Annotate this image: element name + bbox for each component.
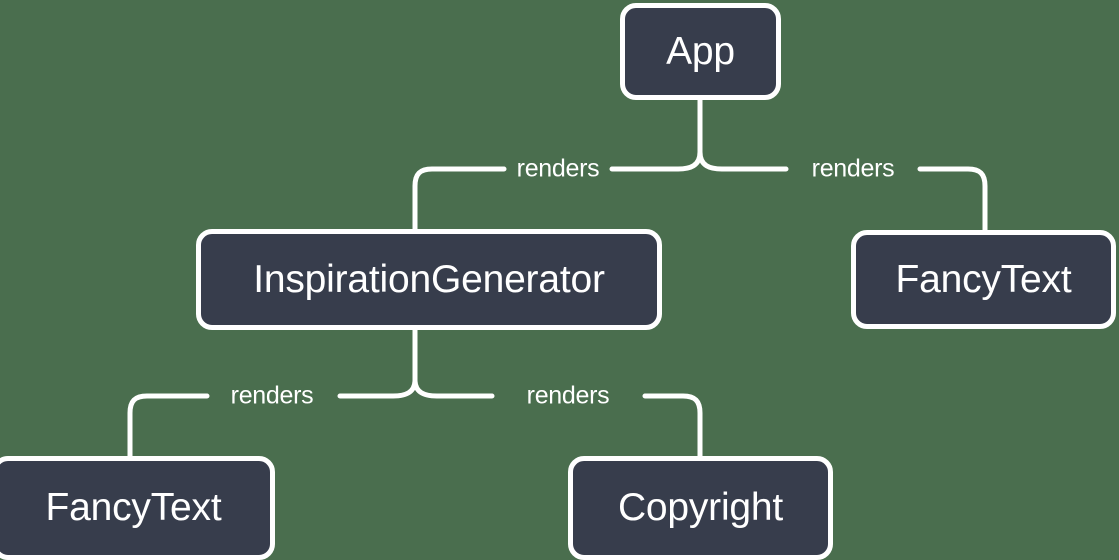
edge-label-app-to-inspiration-generator: renders <box>516 154 600 183</box>
edge-label-inspiration-generator-to-copyright: renders <box>526 381 610 410</box>
node-inspiration-generator[interactable]: InspirationGenerator <box>196 229 662 330</box>
edge-inspiration-generator-to-copyright <box>412 377 703 459</box>
node-fancytext-bottom-label: FancyText <box>45 486 222 529</box>
node-app-label: App <box>666 29 735 73</box>
edge-app-to-fancytext-right <box>697 149 988 233</box>
node-copyright[interactable]: Copyright <box>568 456 833 560</box>
node-fancytext-right-label: FancyText <box>895 257 1072 301</box>
node-fancytext-right[interactable]: FancyText <box>851 230 1116 329</box>
edge-label-inspiration-generator-to-fancytext-bottom: renders <box>230 381 314 410</box>
node-app[interactable]: App <box>620 3 781 100</box>
node-inspiration-generator-label: InspirationGenerator <box>253 257 605 301</box>
node-fancytext-bottom[interactable]: FancyText <box>0 456 275 560</box>
edge-label-app-to-fancytext-right: renders <box>811 154 895 183</box>
node-copyright-label: Copyright <box>617 486 784 529</box>
